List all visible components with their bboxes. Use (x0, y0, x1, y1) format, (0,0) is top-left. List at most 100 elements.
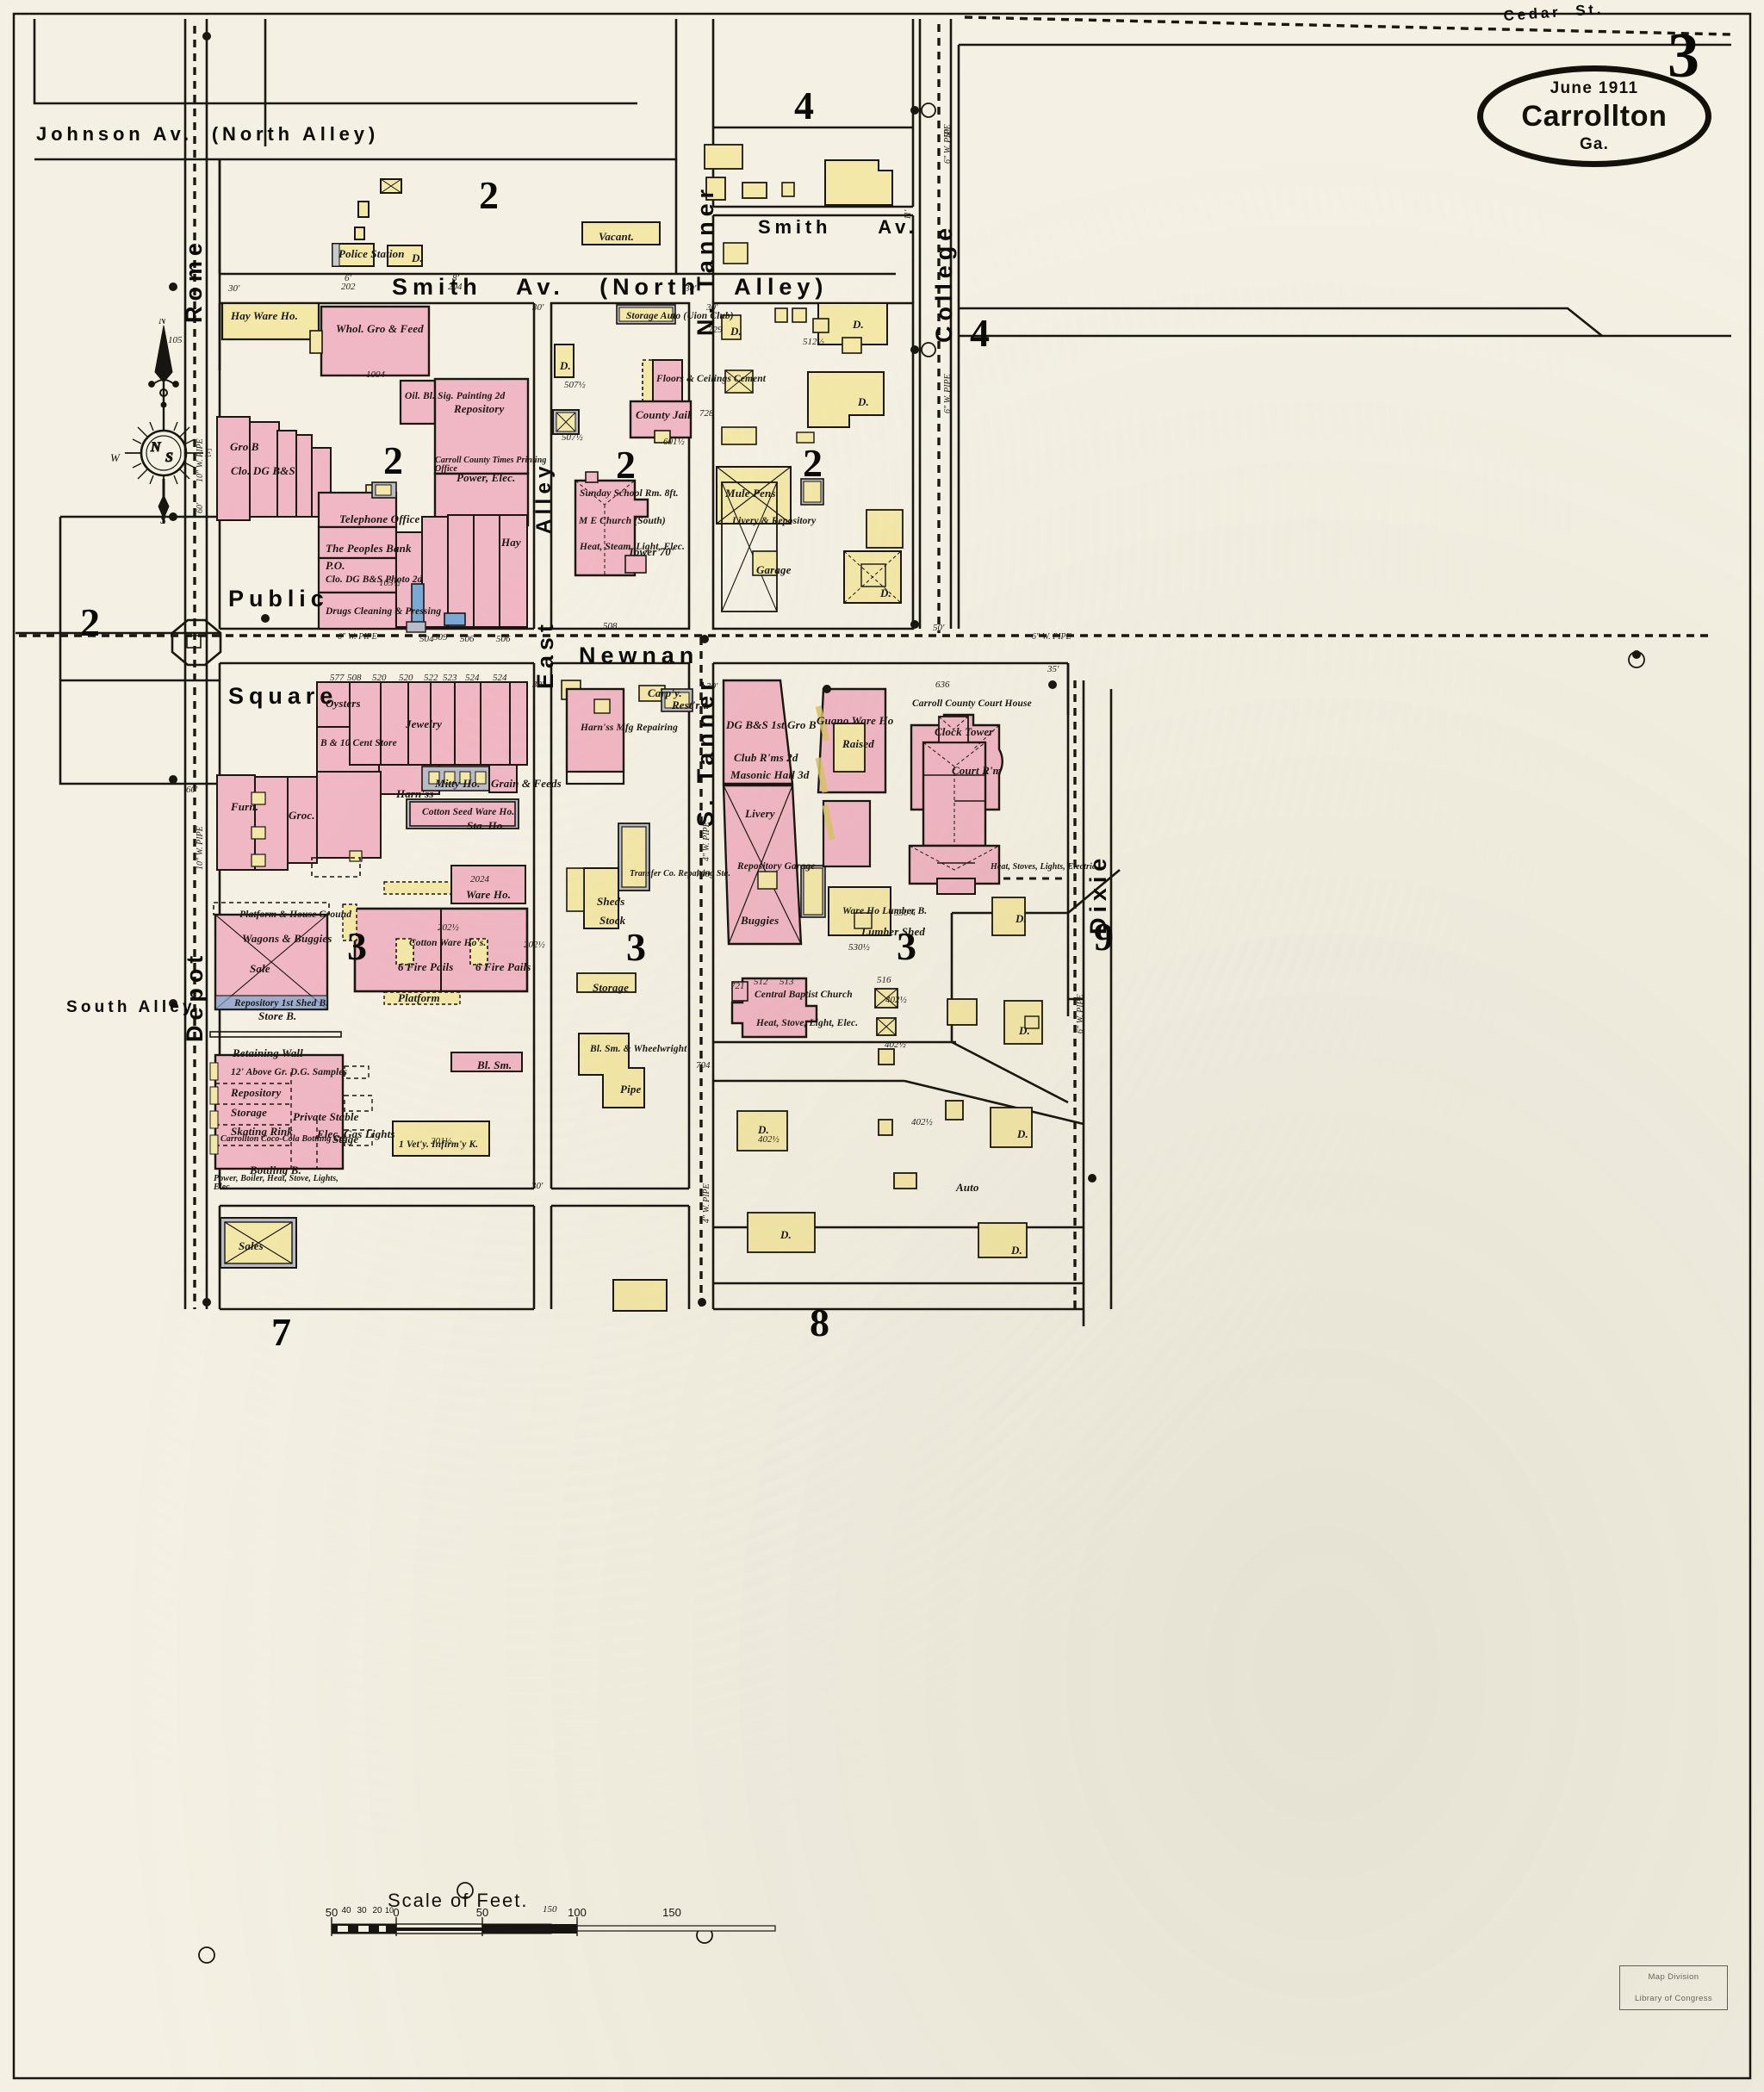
dimension-label-19: 506 (496, 634, 511, 644)
dimension-label-39: 530¾ (894, 908, 916, 918)
building-label-9: Oil. Bl. Sig. Painting 2d (405, 391, 506, 401)
building-label-10: County Jail (636, 408, 691, 421)
street-label-10: East (532, 619, 558, 689)
building-label-5: Storage Auto (Uion Club) (626, 311, 734, 321)
dimension-label-46: 704 (696, 1060, 711, 1071)
dimension-label-8: 105 (168, 335, 183, 345)
svg-text:W: W (110, 451, 121, 464)
block-number-4-1: 4 (794, 84, 814, 127)
block-number-8-12: 8 (810, 1301, 829, 1344)
building-label-20: P.O. (326, 559, 345, 572)
sheet-number: 3 (1668, 21, 1699, 91)
pipe-note-8: 6" W. PIPE (1076, 994, 1085, 1034)
building-label-39: Ware Ho Lumber B. (842, 906, 928, 916)
building-label-2: Police Station (339, 247, 405, 260)
dimension-label-16: 509 (433, 632, 448, 642)
building-label-69: Bl. Sm. & Wheelwright (590, 1044, 687, 1054)
dimension-label-29: 30' (706, 681, 718, 692)
building-label-25: Clo. DG B&S (231, 464, 295, 477)
building-label-50: Platform (398, 991, 440, 1004)
block-number-3-7: 3 (347, 924, 367, 968)
dimension-label-44: 201½ (431, 1136, 452, 1146)
building-label-45: Mitty Ho. (435, 777, 481, 790)
scale-tick-50-6: 50 (475, 1906, 489, 1919)
building-label-41: Central Baptist Church (755, 990, 853, 1000)
dimension-label-10: 105½ (379, 578, 401, 588)
dimension-label-35: 530½ (848, 942, 870, 953)
scale-tick-100-7: 100 (568, 1906, 587, 1919)
building-label-72: Sheds (597, 895, 625, 908)
building-label-93: D. (1017, 1127, 1028, 1140)
building-label-40: Lumber Shed (861, 925, 926, 938)
dimension-label-6: 30' (685, 283, 697, 294)
dimension-label-52: 30' (531, 1181, 543, 1191)
dimension-label-31: 35' (1047, 664, 1059, 674)
building-label-21: Telephone Office (339, 512, 420, 525)
dimension-label-5: 30' (532, 302, 544, 313)
map-state: Ga. (1579, 134, 1610, 153)
building-label-37: Repository Garage (737, 861, 816, 872)
dimension-label-22: 520 (372, 673, 387, 683)
building-label-4: Vacant. (599, 230, 635, 243)
building-label-46: Grain & Feeds (491, 777, 562, 790)
building-label-13: Sunday School Rm. 8ft. (580, 488, 679, 499)
pipe-note-4: 6" W. PIPE (943, 374, 953, 413)
building-label-48: 6 Fire Pails (398, 960, 454, 973)
dimension-label-48: 728 (699, 408, 714, 419)
building-label-23: Drugs Cleaning & Pressing (326, 606, 442, 617)
pipe-note-0: 10" W. PIPE (196, 438, 205, 482)
dimension-label-1: 202 (341, 282, 356, 292)
building-label-18: Garage (756, 563, 792, 576)
pipe-note-7: 4" W. PIPE (702, 1183, 711, 1223)
building-label-73: Stock (599, 914, 626, 927)
dimension-label-33: 513 (780, 977, 794, 987)
building-label-14: Heat, Steam, Light, Elec. (580, 542, 686, 552)
dimension-label-36: 2024 (470, 874, 489, 885)
svg-text:S: S (160, 513, 166, 525)
building-label-77: Jewelry (406, 717, 443, 730)
building-label-62: Carrollton Coco-Cola Bottling Co. (220, 1134, 346, 1144)
dimension-label-4: 30' (228, 283, 240, 294)
dimension-label-3: 204 (448, 282, 463, 292)
building-label-91: D. (1016, 912, 1027, 925)
dimension-label-13: 507½ (564, 380, 586, 390)
building-label-92: D. (1019, 1024, 1030, 1037)
dimension-label-42: 402½ (911, 1117, 933, 1127)
building-label-19: The Peoples Bank (326, 542, 412, 555)
building-label-15: Tower 70' (628, 545, 674, 558)
block-number-3-9: 3 (897, 924, 916, 968)
building-label-1: Whol. Gro & Feed (336, 322, 424, 335)
building-label-7: Carroll County Times Printing Office (435, 456, 547, 474)
street-label-15: South Alley (66, 998, 196, 1016)
building-label-76: 1 Vet'y. Infirm'y K. (399, 1139, 479, 1150)
building-label-78: Harn'ss (396, 787, 434, 800)
street-label-6: College (931, 222, 957, 343)
dimension-label-15: 512½ (803, 337, 824, 347)
building-label-67: Power, Boiler, Heat, Stove, Lights, Elec… (214, 1174, 339, 1192)
building-label-75: Sales (239, 1239, 264, 1252)
building-label-54: Sale (250, 962, 270, 975)
block-number-2-6: 2 (80, 600, 100, 644)
building-label-58: 12' Above Gr. D.G. Samples (231, 1067, 348, 1077)
building-label-79: Furn. (231, 800, 259, 813)
building-label-61: Skating Rink (231, 1125, 294, 1138)
building-label-24: Hay (501, 536, 521, 549)
building-label-86: D. (560, 359, 571, 372)
pipe-note-11: 11' (904, 209, 913, 220)
block-number-7-11: 7 (271, 1310, 291, 1354)
building-label-47: Cotton Ware Ho's. (409, 938, 487, 948)
block-number-9-10: 9 (1094, 915, 1114, 959)
building-label-56: Store B. (258, 1009, 297, 1022)
building-label-89: D. (858, 395, 869, 408)
building-label-17: Livery & Repository (732, 516, 817, 526)
building-label-83: Harn'ss Mfg Repairing (581, 723, 678, 733)
scale-tick-40-1: 40 (341, 1906, 351, 1915)
building-label-33: Masonic Hall 3d (730, 768, 810, 781)
pipe-note-3: 6" W. PIPE (1032, 632, 1071, 642)
pipe-note-2: 6" W. PIPE (338, 632, 377, 642)
dimension-label-17: 504 (419, 634, 434, 644)
building-label-51: Ware Ho. (466, 888, 512, 901)
building-label-43: Cotton Seed Ware Ho. (422, 807, 515, 817)
